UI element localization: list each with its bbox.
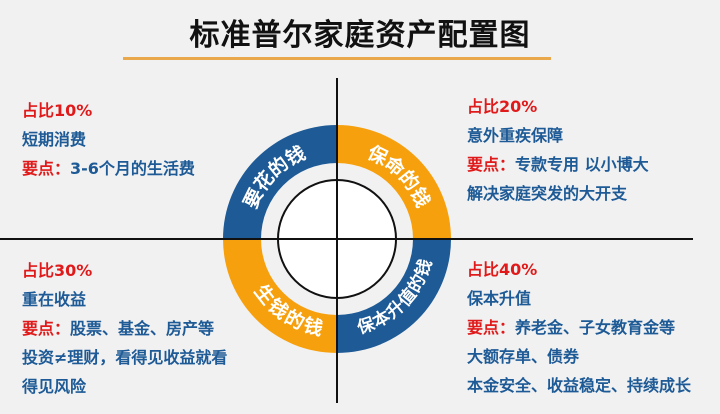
ring-segment-top-right (337, 125, 451, 239)
ring-segment-top-left (223, 125, 337, 239)
percent-label: 占比40% (467, 260, 538, 279)
extra-text: 解决家庭突发的大开支 (467, 184, 628, 203)
purpose-text: 保本升值 (467, 289, 532, 308)
key-point: 要点：股票、基金、房产等 (22, 314, 227, 343)
quadrant-bottom-left: 占比30% 重在收益 要点：股票、基金、房产等 投资≠理财，看得见收益就看 得见… (22, 256, 227, 401)
ring-segment-bottom-left (223, 239, 337, 353)
purpose-text: 短期消费 (22, 130, 87, 149)
key-label: 要点： (467, 155, 516, 174)
key-text: 股票、基金、房产等 (70, 319, 215, 338)
percent-label: 占比30% (22, 261, 93, 280)
key-label: 要点： (467, 318, 516, 337)
purpose-text: 重在收益 (22, 290, 87, 309)
percent-label: 占比10% (22, 101, 93, 120)
quadrant-top-right: 占比20% 意外重疾保障 要点：专款专用 以小博大 解决家庭突发的大开支 (467, 92, 649, 208)
quadrant-top-left: 占比10% 短期消费 要点：3-6个月的生活费 (22, 96, 195, 183)
key-point: 要点：养老金、子女教育金等 (467, 313, 691, 342)
key-text: 养老金、子女教育金等 (515, 318, 676, 337)
key-label: 要点： (22, 319, 71, 338)
purpose-text: 意外重疾保障 (467, 126, 564, 145)
quadrant-bottom-right: 占比40% 保本升值 要点：养老金、子女教育金等 大额存单、债券 本金安全、收益… (467, 255, 691, 400)
key-text: 3-6个月的生活费 (70, 159, 195, 178)
ring-segment-bottom-right (337, 239, 451, 353)
page-title: 标准普尔家庭资产配置图 (189, 18, 531, 53)
extra-text: 本金安全、收益稳定、持续成长 (467, 376, 692, 395)
extra-text: 得见风险 (22, 377, 87, 396)
extra-text: 投资≠理财，看得见收益就看 (22, 348, 228, 367)
key-label: 要点： (22, 159, 71, 178)
key-point: 要点：3-6个月的生活费 (22, 154, 195, 183)
key-point: 要点：专款专用 以小博大 (467, 150, 649, 179)
percent-label: 占比20% (467, 97, 538, 116)
key-text: 专款专用 以小博大 (515, 155, 649, 174)
extra-text: 大额存单、债券 (467, 347, 580, 366)
title-underline (123, 57, 551, 60)
